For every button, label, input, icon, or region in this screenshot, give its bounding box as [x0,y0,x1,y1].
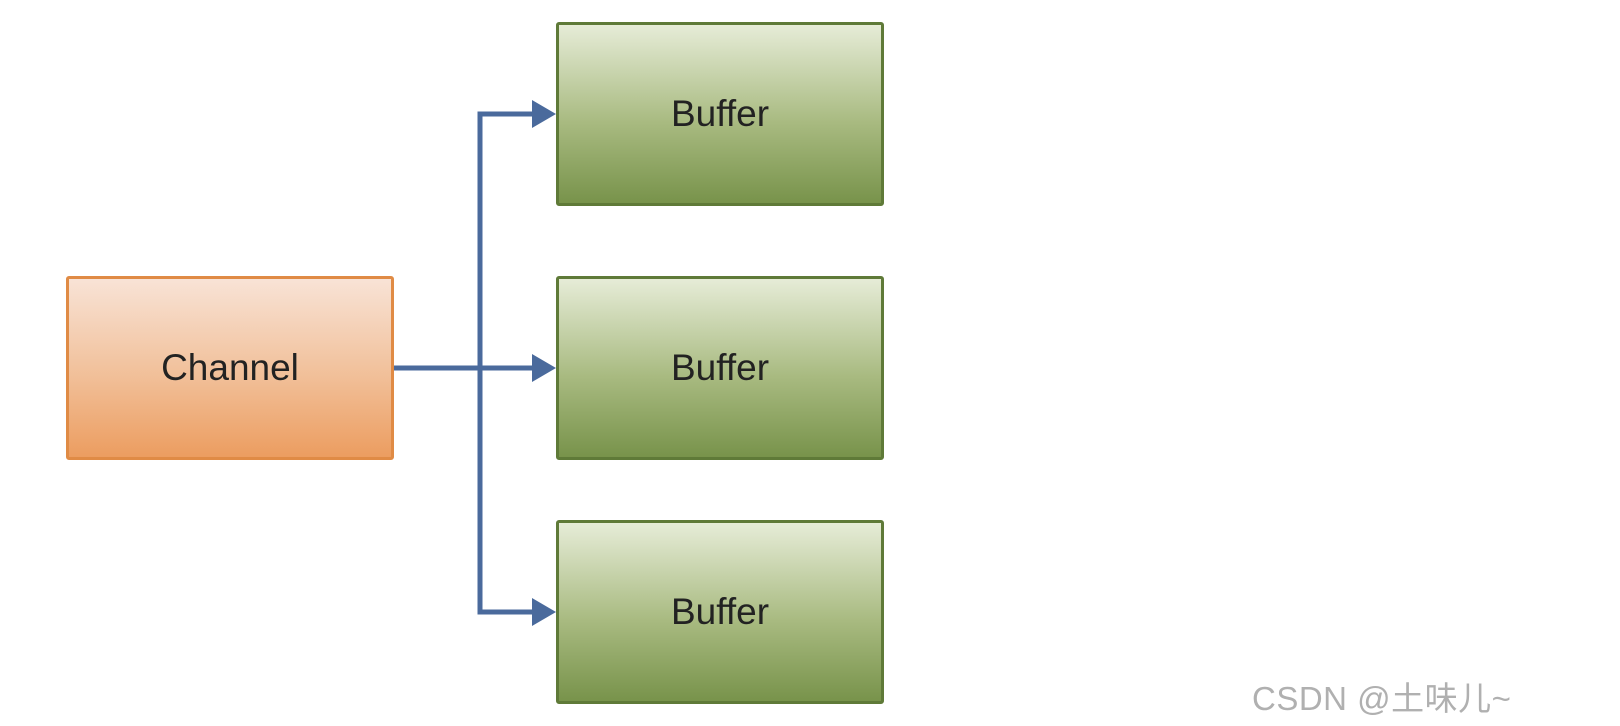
connector-channel-to-buffer-1 [394,111,540,371]
connector-channel-to-buffer-3 [477,368,540,615]
watermark-text: CSDN @土味儿~ [1252,680,1512,717]
buffer-label-2: Buffer [670,347,770,388]
arrowhead-buffer-1 [532,100,556,128]
channel-label: Channel [161,347,299,388]
buffer-node-2: Buffer [556,276,884,460]
buffer-node-3: Buffer [556,520,884,704]
channel-node: Channel [66,276,394,460]
buffer-label-3: Buffer [670,591,770,632]
buffer-label-1: Buffer [670,93,770,134]
buffer-node-1: Buffer [556,22,884,206]
arrowhead-buffer-2 [532,354,556,382]
arrowhead-buffer-3 [532,598,556,626]
